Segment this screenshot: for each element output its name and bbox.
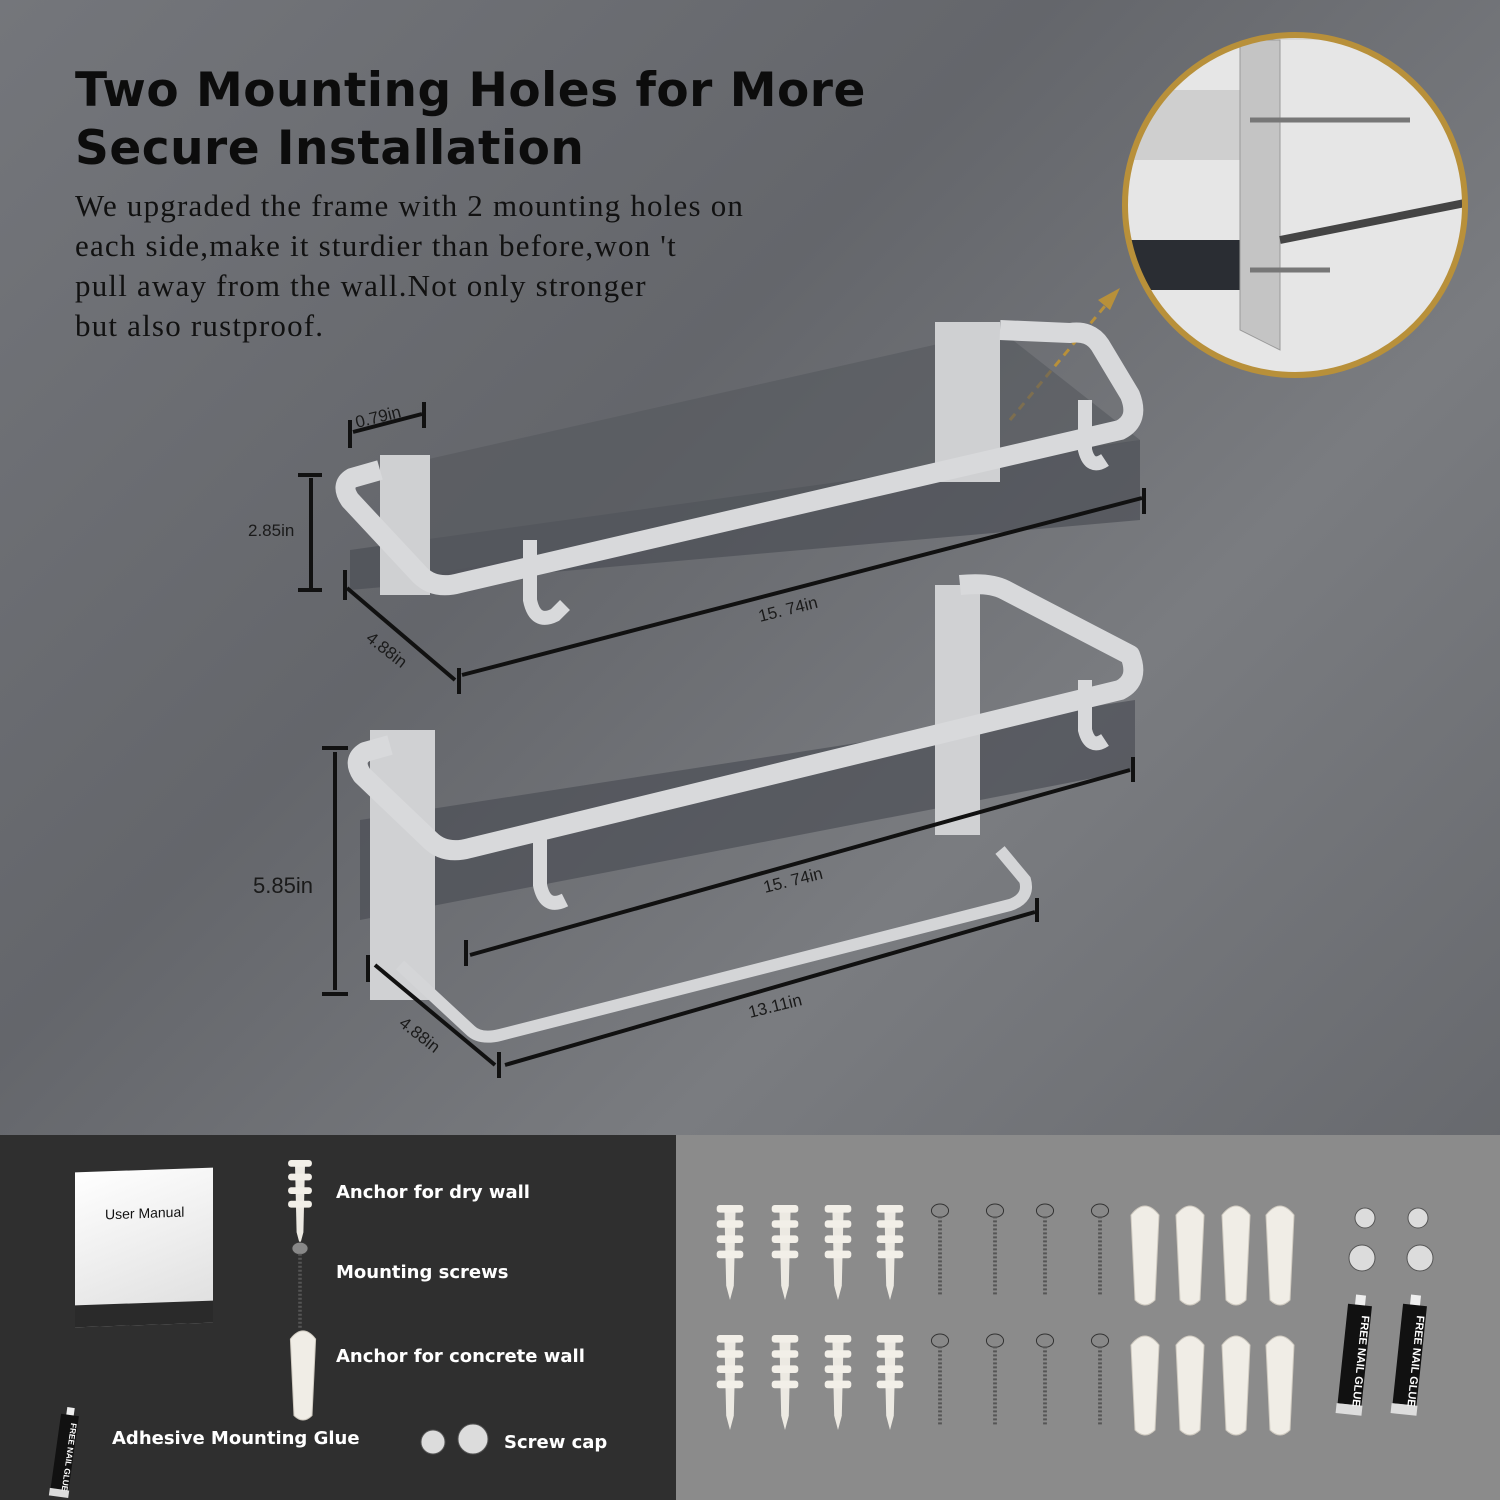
parts-graphics: FREE NAIL GLUE FREE NAIL GLUE FREE NAIL GL… [48,1160,1434,1499]
screw-cap-icon [1354,1207,1376,1229]
concrete-anchor-icon [1175,1335,1205,1436]
screw-cap-icon [1348,1244,1376,1272]
concrete-anchor-icon [1221,1205,1251,1306]
drywall-anchor-icon [288,1160,312,1245]
label-glue: Adhesive Mounting Glue [112,1428,360,1449]
concrete-anchor-icon [1265,1335,1295,1436]
screw-icon [1035,1333,1055,1426]
drywall-anchor-icon [824,1335,852,1430]
glue-tube-icon: FREE NAIL GLUE [48,1407,79,1499]
dim-top-height: 2.85in [248,521,294,540]
description-line: We upgraded the frame with 2 mounting ho… [75,188,745,223]
screw-icon [985,1203,1005,1296]
drywall-anchor-icon [771,1335,799,1430]
product-illustration: 0.79in 2.85in 4.88in 15. 74in 5.85in 15.… [248,32,1468,1078]
label-concrete-anchor: Anchor for concrete wall [336,1346,585,1367]
concrete-anchor-icon [1175,1205,1205,1306]
label-drywall-anchor: Anchor for dry wall [336,1182,530,1203]
title-line: Secure Installation [75,121,585,176]
concrete-anchor-icon [1265,1205,1295,1306]
screw-icon [1090,1203,1110,1296]
screw-cap-icon [420,1429,446,1455]
headline-title: Two Mounting Holes for More Secure Insta… [75,62,866,178]
description-line: pull away from the wall.Not only stronge… [75,268,647,303]
drywall-anchor-icon [716,1205,744,1300]
concrete-anchor-icon [289,1330,317,1421]
screw-icon [1090,1333,1110,1426]
screw-icon [1035,1203,1055,1296]
concrete-anchor-icon [1130,1205,1160,1306]
screw-icon [930,1203,950,1296]
glue-tube-icon: FREE NAIL GLUE [1390,1294,1427,1416]
dim-bottom-depth: 4.88in [396,1013,444,1056]
label-mounting-screws: Mounting screws [336,1262,509,1283]
dim-towel-bar-length: 13.11in [746,990,803,1022]
dim-bottom-height: 5.85in [253,873,313,898]
description: We upgraded the frame with 2 mounting ho… [75,186,875,346]
description-line: each side,make it sturdier than before,w… [75,228,677,263]
description-line: but also rustproof. [75,308,325,343]
screw-icon [930,1333,950,1426]
screw-icon [985,1333,1005,1426]
screw-icon [291,1241,309,1329]
drywall-anchor-icon [716,1335,744,1430]
drywall-anchor-icon [876,1335,904,1430]
mounting-detail-inset [1008,32,1468,421]
bottom-shelf [347,574,1144,1043]
drywall-anchor-icon [771,1205,799,1300]
concrete-anchor-icon [1130,1335,1160,1436]
screw-cap-icon [1407,1207,1429,1229]
top-shelf [335,320,1144,625]
concrete-anchor-icon [1221,1335,1251,1436]
glue-tube-icon: FREE NAIL GLUE [1335,1294,1372,1416]
drywall-anchor-icon [824,1205,852,1300]
label-screw-cap: Screw cap [504,1432,608,1453]
screw-cap-icon [457,1423,489,1455]
drywall-anchor-icon [876,1205,904,1300]
dimension-lines [298,402,1146,1078]
screw-cap-icon [1406,1244,1434,1272]
title-line: Two Mounting Holes for More [75,63,866,118]
